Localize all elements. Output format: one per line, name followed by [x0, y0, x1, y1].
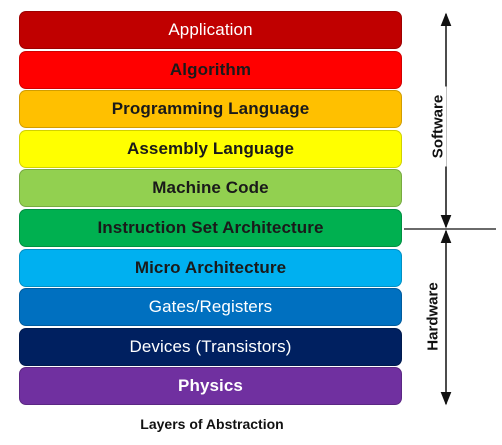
layer-application: Application — [19, 11, 402, 49]
layer-label: Application — [168, 20, 253, 39]
diagram-caption: Layers of Abstraction — [140, 416, 284, 432]
layer-algorithm: Algorithm — [19, 50, 402, 89]
abstraction-stack: Application Algorithm Programming Langua… — [19, 11, 402, 407]
layer-label: Algorithm — [169, 59, 252, 79]
layer-label: Instruction Set Architecture — [97, 217, 324, 237]
layer-physics: Physics — [19, 367, 402, 406]
hardware-label: Hardware — [424, 276, 442, 357]
layer-programming-language: Programming Language — [19, 90, 402, 129]
layer-label: Programming Language — [111, 99, 310, 119]
layer-label: Physics — [178, 376, 243, 396]
layer-devices: Devices (Transistors) — [19, 327, 402, 366]
layer-assembly-language: Assembly Language — [19, 129, 402, 168]
layer-gates-registers: Gates/Registers — [19, 288, 402, 327]
layer-instruction-set-architecture: Instruction Set Architecture — [19, 208, 402, 247]
layer-label: Devices (Transistors) — [129, 336, 292, 356]
layer-label: Gates/Registers — [148, 297, 273, 317]
software-label: Software — [429, 86, 447, 167]
layer-label: Assembly Language — [126, 138, 295, 158]
layer-machine-code: Machine Code — [19, 169, 402, 208]
layer-label: Machine Code — [152, 178, 269, 198]
layer-micro-architecture: Micro Architecture — [19, 248, 402, 287]
layer-label: Micro Architecture — [134, 257, 287, 277]
